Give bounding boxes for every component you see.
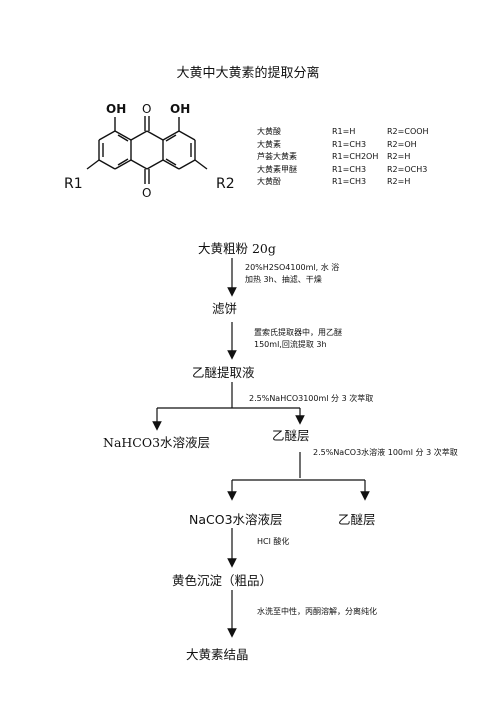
compound-r2: R2=H: [387, 152, 411, 161]
condition-2-line-1: 置索氏提取器中，用乙醚: [254, 328, 342, 337]
oh-label-left: OH: [106, 102, 127, 116]
compound-r1: R1=CH3: [332, 139, 367, 149]
flow-step-yellow-precipitate: 黄色沉淀（粗品）: [172, 573, 273, 588]
compound-r2: R2=OH: [387, 139, 417, 149]
compound-name: 大黄酚: [257, 177, 281, 186]
compound-name: 芦荟大黄素: [257, 152, 297, 161]
flow-branch-ether-layer-1: 乙醚层: [272, 428, 310, 443]
condition-1-line-1: 20%H2SO4100ml, 水 浴: [245, 263, 340, 272]
compound-row: 芦荟大黄素 R1=CH2OH R2=H: [257, 151, 429, 164]
flow-final-emodin-crystals: 大黄素结晶: [186, 647, 249, 662]
condition-3: 2.5%NaHCO3100ml 分 3 次萃取: [249, 394, 374, 403]
flow-start: 大黄粗粉 20g: [198, 241, 276, 256]
compound-row: 大黄酚 R1=CH3 R2=H: [257, 176, 429, 189]
compound-r1: R1=CH2OH: [332, 152, 379, 161]
compound-r2: R2=H: [387, 177, 411, 186]
compound-name: 大黄酸: [257, 127, 281, 136]
flow-branch-ether-layer-2: 乙醚层: [338, 512, 376, 527]
condition-6: 水洗至中性，丙酮溶解，分离纯化: [257, 607, 377, 616]
condition-1-line-2: 加热 3h、抽滤、干燥: [245, 275, 322, 284]
compound-table: 大黄酸 R1=H R2=COOH 大黄素 R1=CH3 R2=OH 芦荟大黄素 …: [257, 126, 429, 189]
o-label-top: O: [142, 102, 152, 116]
r1-label: R1: [64, 176, 83, 192]
compound-r2: R2=COOH: [387, 127, 429, 136]
compound-r1: R1=H: [332, 127, 356, 136]
compound-row: 大黄素甲醚 R1=CH3 R2=OCH3: [257, 164, 429, 177]
r2-label: R2: [216, 176, 235, 192]
compound-row: 大黄素 R1=CH3 R2=OH: [257, 139, 429, 152]
condition-4: 2.5%NaCO3水溶液 100ml 分 3 次萃取: [313, 448, 458, 457]
flow-branch-nahco3-layer: NaHCO3水溶液层: [103, 435, 211, 450]
condition-5: HCl 酸化: [257, 537, 290, 546]
o-label-bottom: O: [142, 186, 152, 200]
flow-step-ether-extract: 乙醚提取液: [192, 365, 255, 380]
condition-2: 置索氏提取器中，用乙醚 150ml,回流提取 3h: [254, 327, 342, 351]
condition-1: 20%H2SO4100ml, 水 浴 加热 3h、抽滤、干燥: [245, 262, 339, 286]
compound-row: 大黄酸 R1=H R2=COOH: [257, 126, 429, 139]
compound-r1: R1=CH3: [332, 177, 367, 186]
oh-label-right: OH: [170, 102, 191, 116]
compound-r1: R1=CH3: [332, 164, 367, 174]
condition-2-line-2: 150ml,回流提取 3h: [254, 340, 327, 349]
flow-step-filter-cake: 滤饼: [212, 301, 238, 316]
flow-branch-naco3-layer: NaCO3水溶液层: [189, 512, 283, 527]
page-title: 大黄中大黄素的提取分离: [176, 66, 320, 81]
compound-r2: R2=OCH3: [387, 164, 428, 174]
compound-name: 大黄素: [257, 139, 281, 149]
compound-name: 大黄素甲醚: [257, 164, 297, 174]
